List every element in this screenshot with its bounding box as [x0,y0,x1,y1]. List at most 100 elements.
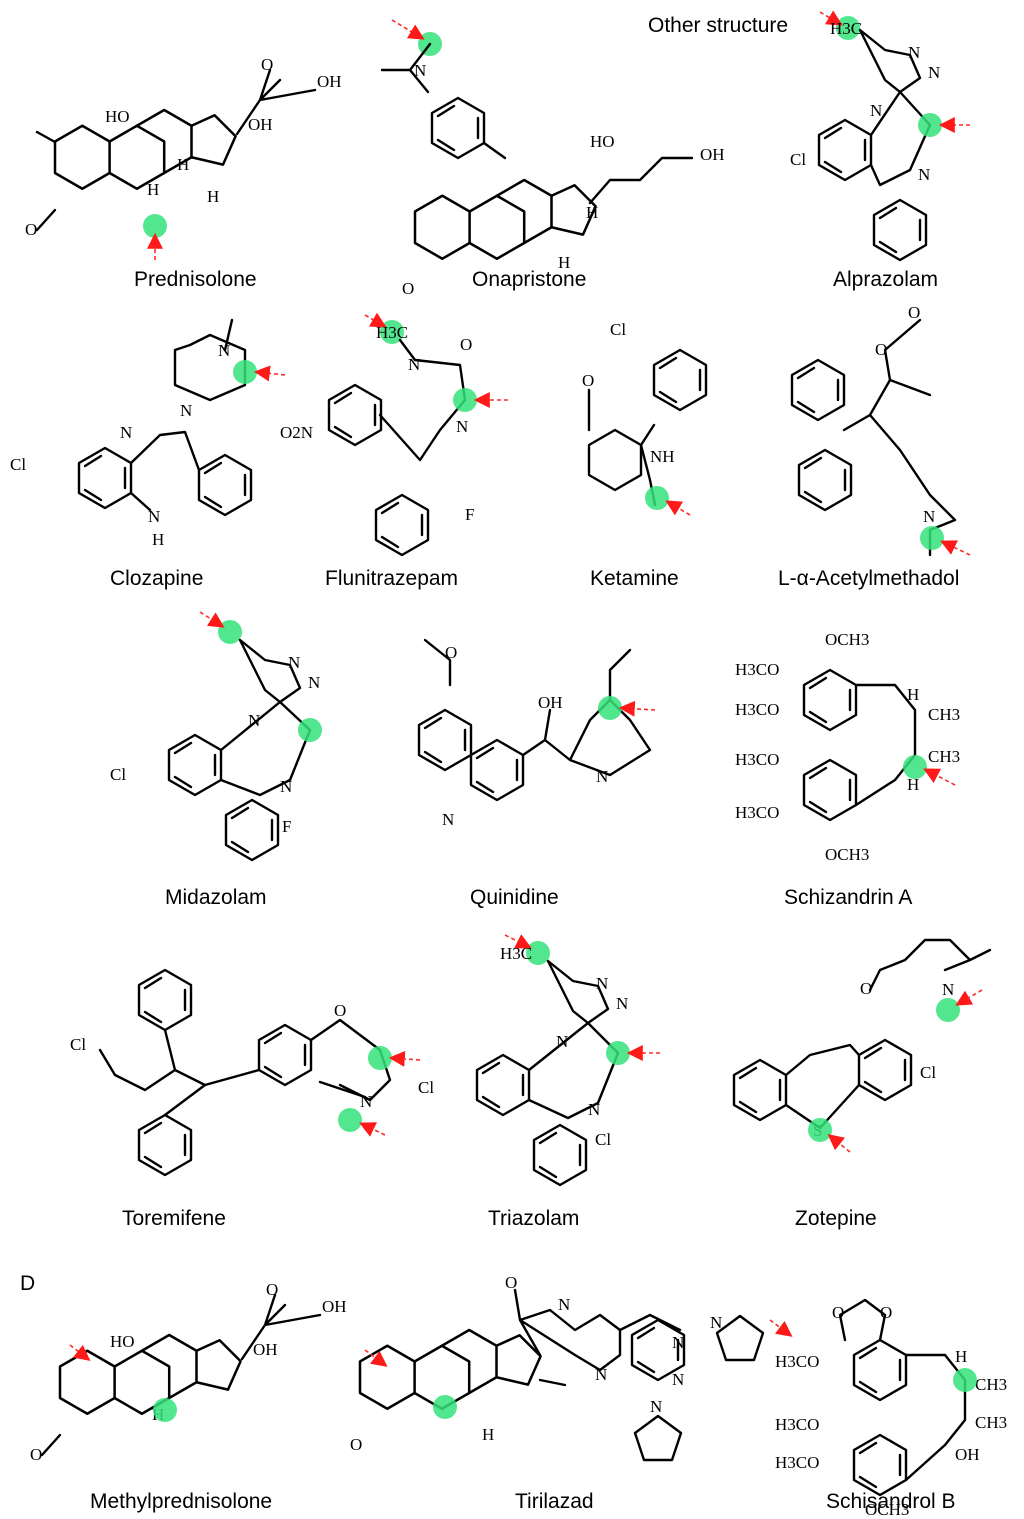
svg-text:Cl: Cl [790,150,806,169]
label-clozapine: Clozapine [110,567,203,590]
svg-text:OH: OH [248,115,273,134]
svg-text:N: N [650,1397,662,1416]
svg-text:H3CO: H3CO [775,1352,819,1371]
svg-text:O: O [860,979,872,998]
svg-text:N: N [288,653,300,672]
svg-text:Cl: Cl [610,320,626,339]
svg-text:CH3: CH3 [975,1413,1007,1432]
svg-text:N: N [148,507,160,526]
svg-text:O: O [266,1280,278,1299]
svg-text:H: H [177,155,189,174]
svg-text:H: H [955,1347,967,1366]
svg-text:H: H [147,180,159,199]
molecule-prednisolone: O HO OH OH H H H O [25,55,342,260]
svg-text:H3C: H3C [500,944,532,963]
svg-text:H: H [482,1425,494,1444]
label-methylprednisolone: Methylprednisolone [90,1490,272,1513]
svg-text:N: N [442,810,454,829]
svg-text:O: O [460,335,472,354]
svg-text:F: F [465,505,474,524]
svg-text:Cl: Cl [418,1078,434,1097]
svg-text:O: O [261,55,273,74]
svg-text:N: N [596,974,608,993]
label-quinidine: Quinidine [470,886,559,909]
molecule-onapristone: N HO OH O H H [380,19,725,298]
svg-text:OCH3: OCH3 [865,1500,909,1519]
svg-text:O: O [908,303,920,322]
svg-text:N: N [942,980,954,999]
svg-text:N: N [596,767,608,786]
molecule-zotepine: O N S Cl [732,938,992,1153]
svg-text:N: N [408,355,420,374]
label-onapristone: Onapristone [472,268,586,291]
label-prednisolone: Prednisolone [134,268,257,291]
svg-text:Cl: Cl [70,1035,86,1054]
svg-text:N: N [672,1333,684,1352]
svg-text:O: O [880,1303,892,1322]
svg-text:N: N [414,61,426,80]
svg-text:Cl: Cl [920,1063,936,1082]
svg-text:HO: HO [105,107,130,126]
label-flunitrazepam: Flunitrazepam [325,567,458,590]
svg-text:N: N [908,43,920,62]
svg-text:H3CO: H3CO [735,700,779,719]
svg-text:O: O [582,371,594,390]
svg-text:NH: NH [650,447,675,466]
svg-text:O: O [505,1273,517,1292]
svg-text:O: O [832,1303,844,1322]
svg-text:N: N [923,507,935,526]
svg-text:OH: OH [253,1340,278,1359]
svg-text:N: N [710,1313,722,1332]
svg-text:H: H [558,253,570,272]
svg-text:N: N [308,673,320,692]
svg-text:OH: OH [538,693,563,712]
svg-text:O: O [25,220,37,239]
molecule-schisandrol-b: O O H3CO H3CO H3CO OCH3 CH3 CH3 H OH [769,1298,1007,1519]
svg-text:Cl: Cl [595,1130,611,1149]
svg-text:Cl: Cl [110,765,126,784]
panel-label-d: D [20,1272,35,1295]
other-structure-heading: Other structure [648,14,788,37]
molecule-methylprednisolone: O HO OH OH H O [30,1280,347,1464]
svg-text:F: F [282,817,291,836]
svg-text:N: N [595,1365,607,1384]
svg-text:O: O [402,279,414,298]
label-toremifene: Toremifene [122,1207,226,1230]
molecule-tirilazad: O N N O H N N N N [350,1273,765,1462]
svg-text:N: N [180,401,192,420]
svg-text:N: N [280,777,292,796]
molecule-alprazolam: H3C N N N N Cl [790,10,970,262]
svg-text:N: N [672,1370,684,1389]
svg-text:Cl: Cl [10,455,26,474]
svg-text:H: H [152,530,164,549]
svg-text:HO: HO [590,132,615,151]
svg-text:O: O [350,1435,362,1454]
label-midazolam: Midazolam [165,886,267,909]
label-schizandrin-a: Schizandrin A [784,886,912,909]
svg-text:H3CO: H3CO [775,1415,819,1434]
svg-text:O: O [334,1001,346,1020]
svg-text:OH: OH [955,1445,980,1464]
svg-text:H3CO: H3CO [735,803,779,822]
svg-text:N: N [928,63,940,82]
svg-text:CH3: CH3 [928,705,960,724]
molecule-clozapine: N N N N H Cl [10,318,286,549]
svg-text:H: H [586,203,598,222]
molecule-flunitrazepam: H3C N O N O2N F [280,312,508,557]
svg-text:H3C: H3C [830,19,862,38]
svg-text:O: O [445,643,457,662]
svg-text:N: N [120,423,132,442]
svg-text:HO: HO [110,1332,135,1351]
svg-text:O2N: O2N [280,423,313,442]
svg-text:N: N [870,101,882,120]
molecule-triazolam: H3C N N N N Cl Cl [418,934,660,1187]
molecule-schizandrin-a: OCH3 H3CO H3CO H3CO H3CO OCH3 CH3 CH3 H … [735,630,960,864]
label-acetylmethadol: L-α-Acetylmethadol [778,567,959,590]
svg-text:O: O [875,340,887,359]
svg-text:N: N [918,165,930,184]
svg-text:OH: OH [317,72,342,91]
molecule-ketamine: O Cl NH [582,320,708,516]
svg-text:N: N [588,1100,600,1119]
svg-text:H3CO: H3CO [735,750,779,769]
svg-text:CH3: CH3 [928,747,960,766]
